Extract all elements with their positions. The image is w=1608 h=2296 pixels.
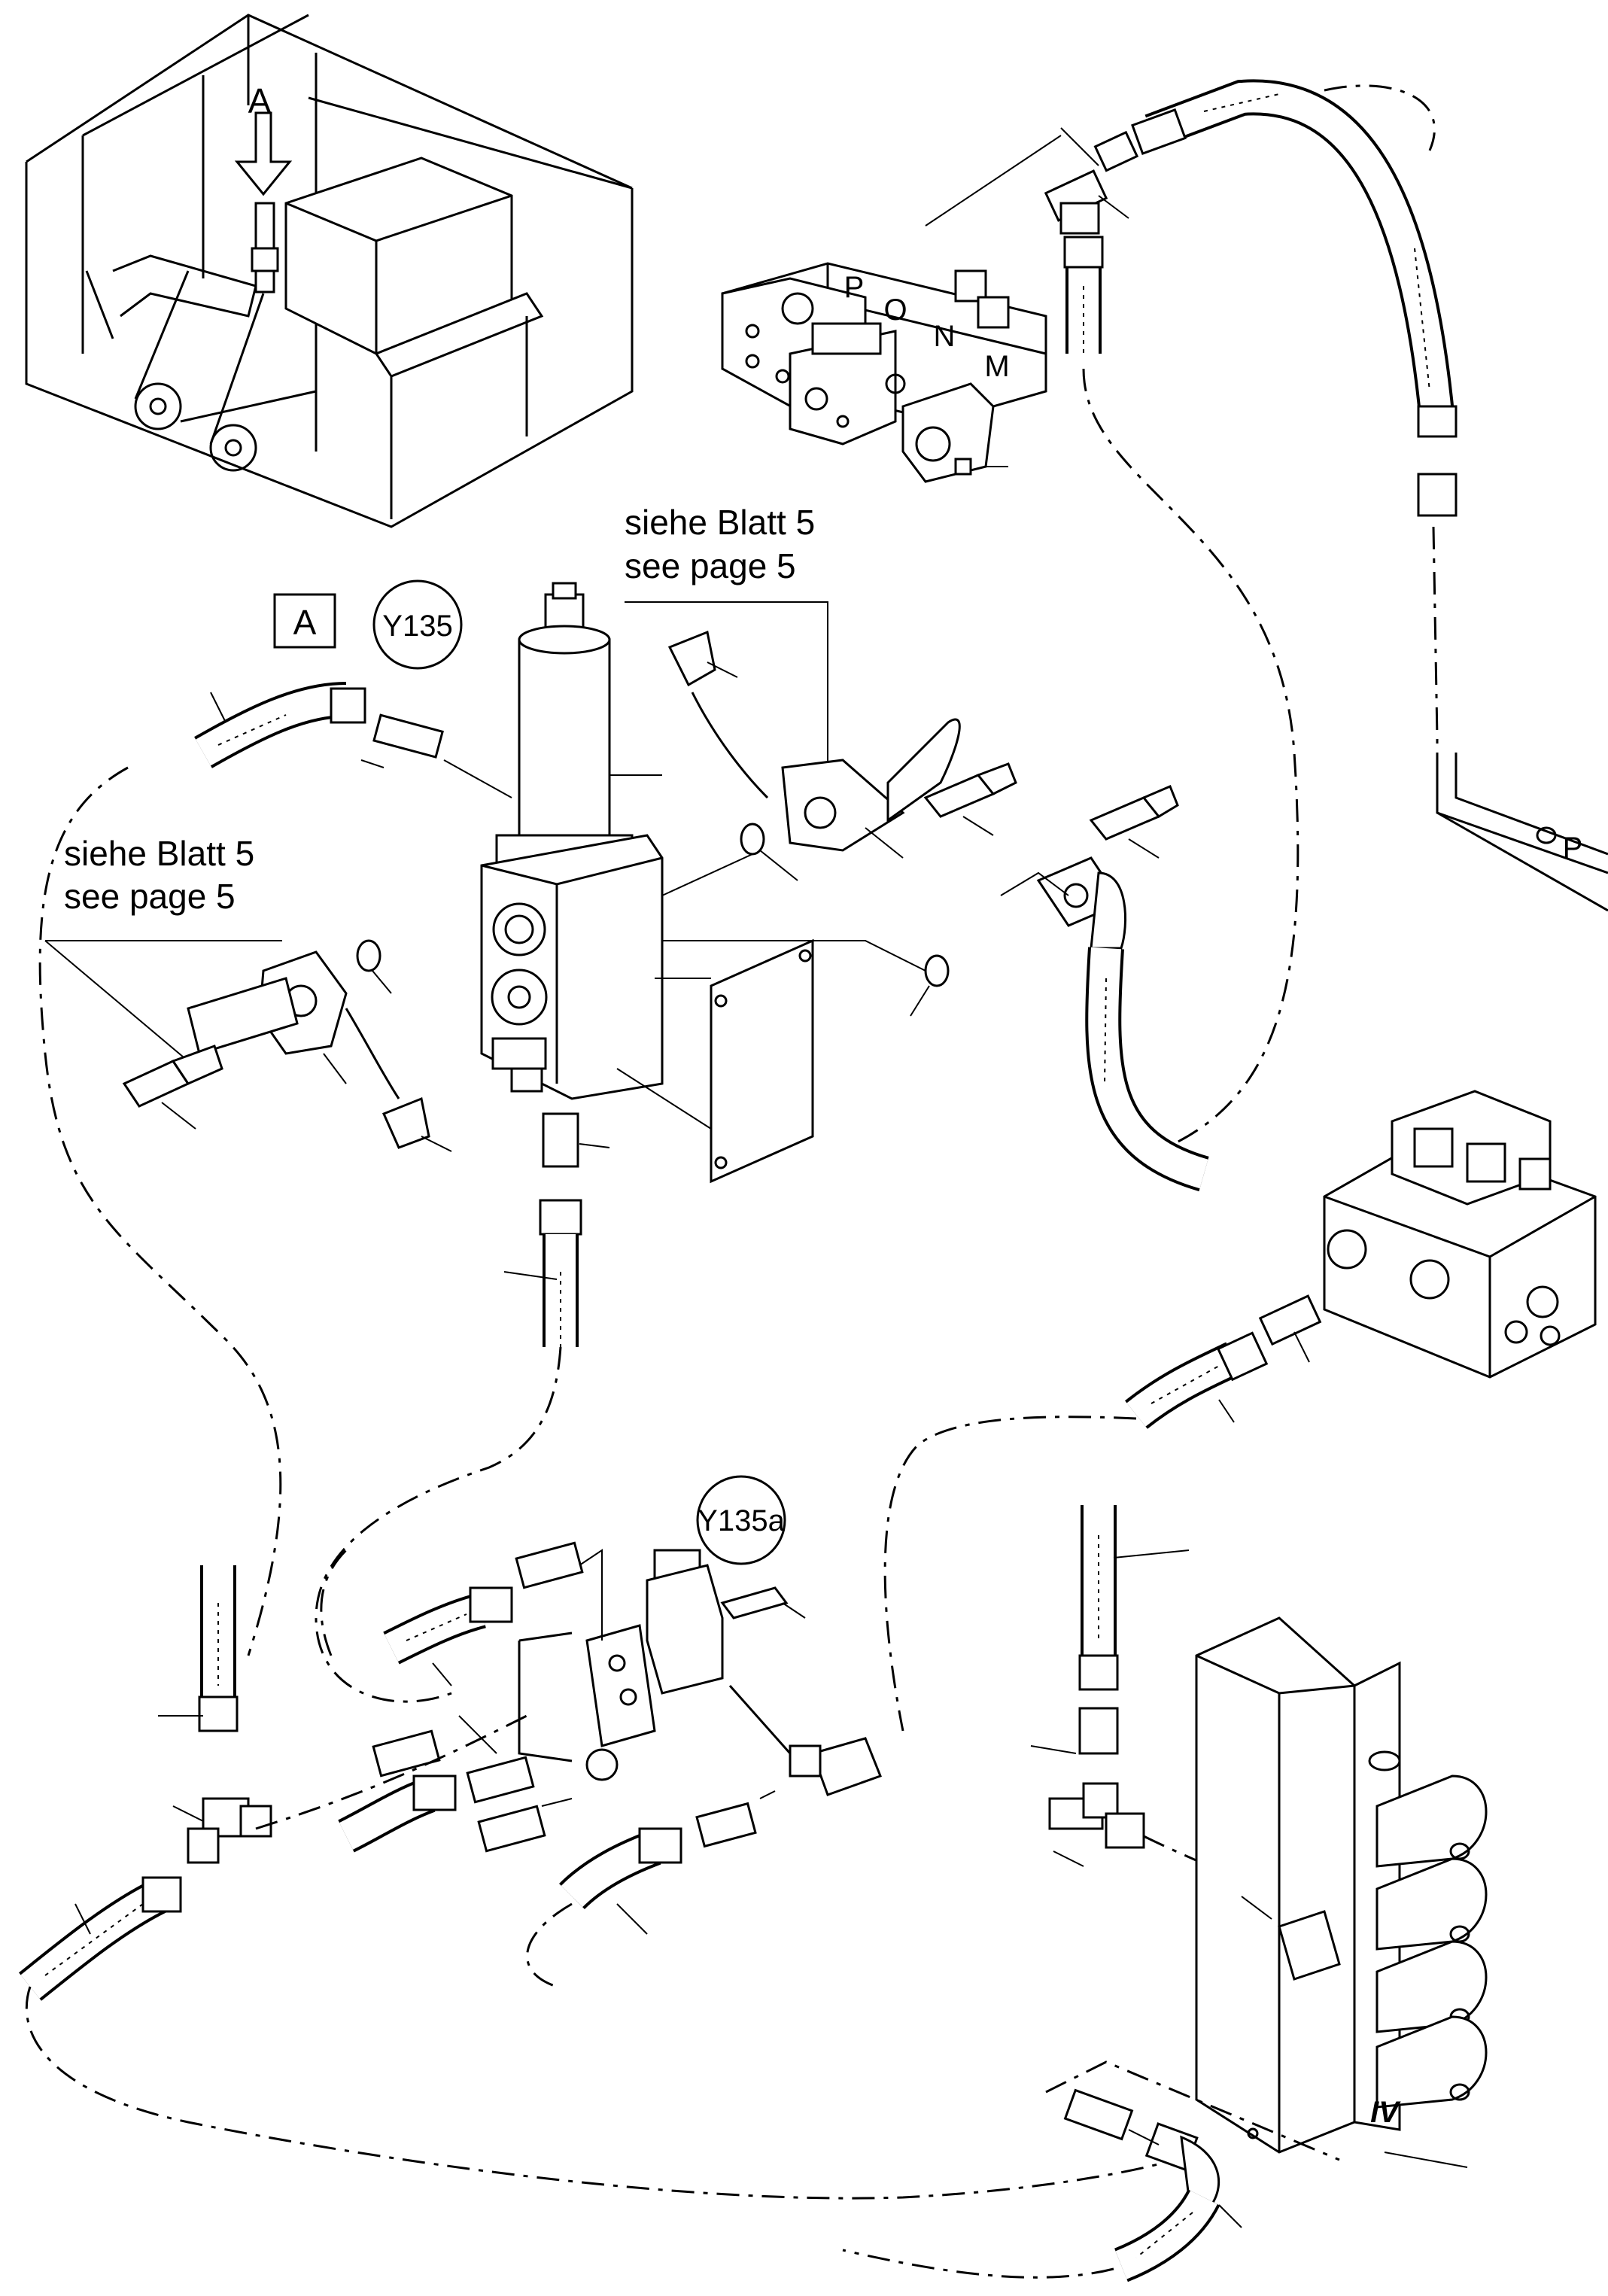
hose-lower-right-elbow [1063,2088,1242,2282]
solenoid-y135a-label: Y135a [698,1504,785,1537]
hose-top-right [1131,79,1458,517]
hose-right-vertical [1030,1505,1190,1867]
tee-left [172,1797,272,1864]
hose-left-vertical [158,1565,239,1732]
detail-box-a: A [273,593,336,649]
valve-section-label: IV [1370,2096,1401,2129]
valve-block-right [1323,1090,1597,1379]
hose-lower-left [19,1876,182,2001]
ref-upper: siehe Blatt 5 see page 5 [625,503,961,859]
ref-upper-de: siehe Blatt 5 [625,503,815,542]
fittings-y135a [372,1541,776,1853]
small-solenoid-valve [518,1549,806,1762]
top-tee-fitting [1044,127,1139,235]
port-m-label: M [984,350,1009,383]
main-solenoid-valve [480,582,664,1100]
ref-upper-en: see page 5 [625,546,796,585]
solenoid-y135-label: Y135 [382,610,452,643]
distribution-block: P O N M [721,135,1062,483]
ref-left-en: see page 5 [64,877,236,916]
port-p-label: P [844,271,865,304]
hose-upper-left [194,682,512,798]
frame-port-p-label: P [1563,832,1583,865]
hose-main-down [503,1112,610,1347]
frame-port-p: P [1436,753,1608,912]
o-rings [356,823,950,1017]
solenoid-y135a-badge: Y135a [696,1475,786,1565]
hose-right-elbow [1000,856,1209,1192]
ref-left-de: siehe Blatt 5 [64,834,254,873]
bolts-upper [923,762,1179,859]
machine-overview: A [25,14,634,528]
port-n-label: N [934,320,956,353]
bolt-left [122,1045,223,1130]
hose-valve-block [1125,1294,1322,1429]
view-arrow-label: A [248,81,272,120]
hose-top-down [1063,236,1104,354]
hoses-y135a [338,1586,682,1935]
cover-plate [616,938,814,1184]
solenoid-y135-badge: Y135 [372,579,463,670]
port-o-label: O [883,293,907,327]
ref-left: siehe Blatt 5 see page 5 [44,834,452,1152]
detail-box-label: A [293,603,317,642]
connector-plug [728,1685,882,1796]
section-valve-iv: IV [1195,1616,1488,2168]
